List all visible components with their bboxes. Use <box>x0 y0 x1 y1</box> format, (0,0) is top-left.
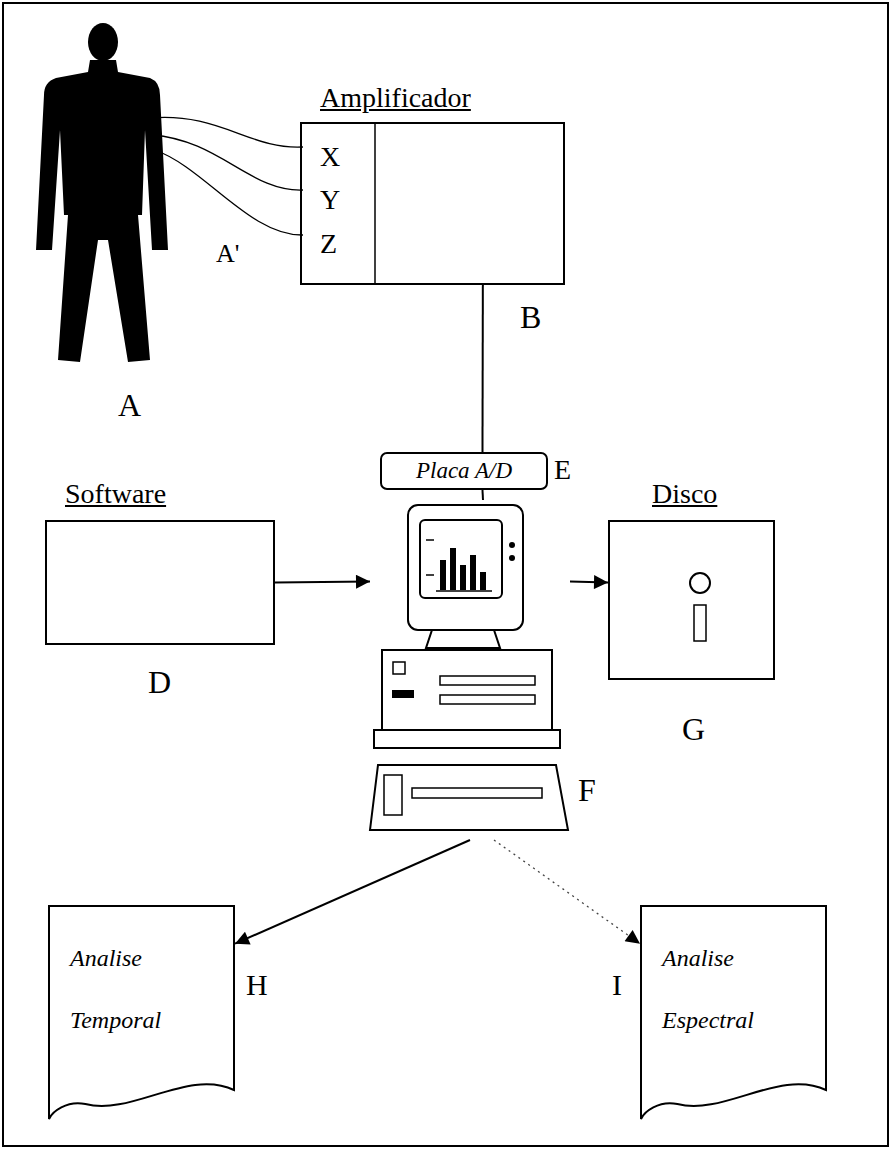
screen-bar <box>470 555 476 590</box>
channel-divider <box>374 122 376 285</box>
box-heading: Amplificador <box>320 82 471 114</box>
screen-bar <box>440 560 446 590</box>
power-button <box>393 662 405 674</box>
screen-axis <box>436 590 492 592</box>
channel-label: Y <box>320 185 340 216</box>
monitor <box>408 505 523 630</box>
part-letter: G <box>682 712 705 747</box>
flow-arrow <box>494 840 640 944</box>
part-letter: A <box>118 388 141 423</box>
screen-bar <box>450 548 456 590</box>
part-letter: A' <box>216 240 239 269</box>
part-letter: F <box>578 772 596 809</box>
person-silhouette <box>36 60 168 362</box>
keyboard-keys <box>384 775 402 815</box>
disk-drive <box>440 695 535 704</box>
screen-bar <box>460 565 466 590</box>
flow-arrow <box>275 581 370 584</box>
ad-board-box: Placa A/D <box>380 452 548 490</box>
computer: F <box>370 500 570 840</box>
document-shape: Analise Espectral <box>640 905 827 1120</box>
document-text: Analise Espectral <box>662 927 792 1052</box>
box-heading: Software <box>65 478 166 510</box>
screen-tick <box>426 539 434 541</box>
part-letter: B <box>520 300 541 335</box>
screen-tick <box>426 574 434 576</box>
document-outline <box>641 906 826 1119</box>
keyboard <box>370 765 568 830</box>
channel-label: Z <box>320 229 337 260</box>
disk-hole <box>690 573 710 593</box>
part-letter: I <box>612 968 622 1001</box>
box-label: Placa A/D <box>416 458 512 484</box>
keyboard-keys <box>412 788 542 798</box>
monitor-stand <box>426 630 500 648</box>
monitor-screen <box>420 520 502 598</box>
document-shape: Analise Temporal <box>48 905 235 1120</box>
figure-frame <box>3 3 888 1146</box>
disk-slot <box>694 605 706 641</box>
electrode-wire <box>152 135 303 190</box>
electrode-wire <box>150 117 303 147</box>
box-heading: Disco <box>652 478 717 510</box>
person-head <box>88 23 118 61</box>
part-letter: D <box>148 665 171 700</box>
computer-case <box>382 650 552 730</box>
part-letter: H <box>246 968 268 1001</box>
channel-label: X <box>320 142 340 173</box>
signal-line <box>481 285 483 452</box>
document-outline <box>49 906 234 1119</box>
flow-arrow <box>235 840 470 944</box>
disk-box: Disco <box>608 520 775 680</box>
computer-base <box>374 730 560 748</box>
disk-drive <box>440 676 535 685</box>
part-letter: E <box>554 455 571 486</box>
signal-line <box>481 490 484 500</box>
electrode-wire <box>155 150 303 235</box>
document-text: Analise Temporal <box>70 927 190 1052</box>
monitor-knob <box>509 542 515 548</box>
screen-bar <box>480 572 486 590</box>
flow-arrow <box>570 581 608 584</box>
monitor-knob <box>509 555 515 561</box>
case-slot <box>392 690 414 698</box>
software-box: Software <box>45 520 275 645</box>
